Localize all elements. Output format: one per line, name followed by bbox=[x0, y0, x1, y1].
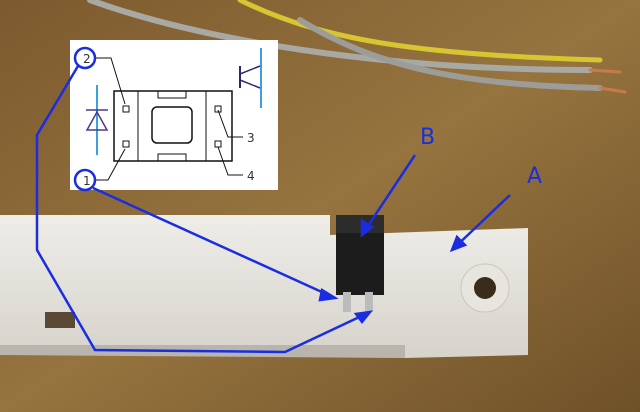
pinout-inset: 2 1 3 4 bbox=[70, 40, 278, 190]
pin-3-label: 3 bbox=[247, 131, 255, 145]
label-b: B bbox=[420, 125, 435, 150]
label-a: A bbox=[527, 164, 542, 189]
pin-2-label: 2 bbox=[83, 52, 91, 66]
pin-4-label: 4 bbox=[247, 169, 255, 183]
annotation-lines bbox=[35, 46, 511, 354]
pin-1-label: 1 bbox=[83, 174, 91, 188]
plastic-part-a bbox=[0, 215, 528, 358]
wires bbox=[87, 0, 627, 94]
